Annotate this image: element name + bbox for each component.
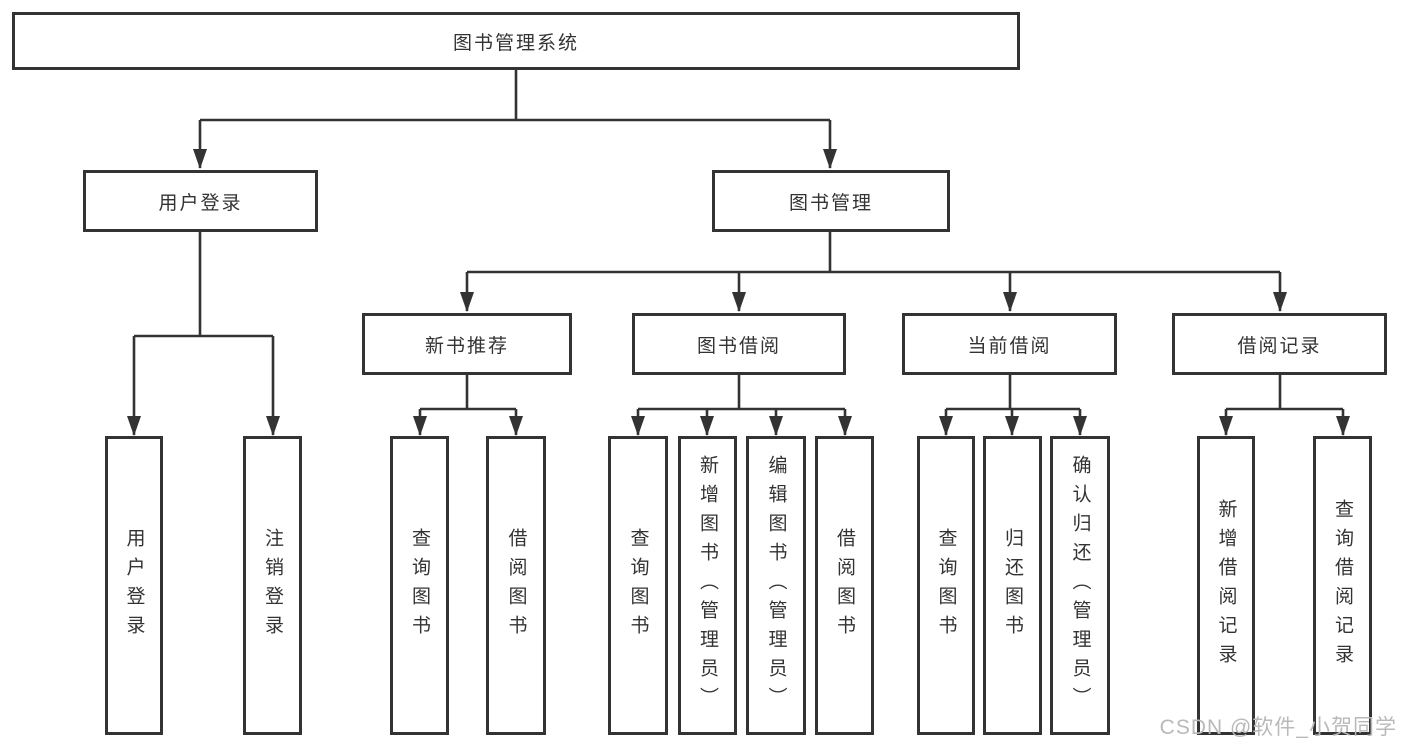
leaf-query-books-borrowing: 查询图书 bbox=[608, 436, 668, 735]
node-book-management: 图书管理 bbox=[712, 170, 950, 232]
leaf-add-book-admin-label: 新增图书（管理员） bbox=[697, 455, 718, 716]
node-current-borrowing: 当前借阅 bbox=[902, 313, 1117, 375]
leaf-query-books-current-label: 查询图书 bbox=[935, 527, 957, 644]
leaf-confirm-return-admin: 确认归还（管理员） bbox=[1050, 436, 1110, 735]
leaf-query-borrow-record: 查询借阅记录 bbox=[1313, 436, 1372, 735]
node-book-borrowing-label: 图书借阅 bbox=[696, 335, 781, 357]
leaf-edit-book-admin-label: 编辑图书（管理员） bbox=[765, 455, 787, 716]
leaf-add-borrow-record-label: 新增借阅记录 bbox=[1215, 498, 1237, 673]
node-current-borrowing-label: 当前借阅 bbox=[967, 335, 1052, 357]
node-user-login: 用户登录 bbox=[83, 170, 318, 232]
leaf-query-books-recommend-label: 查询图书 bbox=[409, 527, 430, 644]
node-new-book-recommendation: 新书推荐 bbox=[362, 313, 572, 375]
node-new-book-recommendation-label: 新书推荐 bbox=[424, 335, 509, 357]
leaf-user-login-label: 用户登录 bbox=[123, 527, 145, 644]
leaf-borrow-books-borrowing: 借阅图书 bbox=[815, 436, 874, 735]
node-user-login-label: 用户登录 bbox=[158, 192, 243, 214]
leaf-user-login: 用户登录 bbox=[105, 436, 163, 735]
node-library-system: 图书管理系统 bbox=[12, 12, 1020, 70]
leaf-edit-book-admin: 编辑图书（管理员） bbox=[746, 436, 806, 735]
node-borrow-records-label: 借阅记录 bbox=[1237, 335, 1322, 357]
leaf-add-borrow-record: 新增借阅记录 bbox=[1197, 436, 1255, 735]
node-library-system-label: 图书管理系统 bbox=[452, 32, 579, 54]
leaf-add-book-admin: 新增图书（管理员） bbox=[678, 436, 737, 735]
leaf-query-books-recommend: 查询图书 bbox=[390, 436, 449, 735]
leaf-borrow-books-recommend-label: 借阅图书 bbox=[505, 527, 527, 644]
leaf-return-books: 归还图书 bbox=[983, 436, 1042, 735]
node-book-management-label: 图书管理 bbox=[788, 192, 873, 214]
leaf-query-books-borrowing-label: 查询图书 bbox=[627, 527, 649, 644]
leaf-borrow-books-recommend: 借阅图书 bbox=[486, 436, 546, 735]
leaf-borrow-books-borrowing-label: 借阅图书 bbox=[834, 527, 855, 644]
leaf-return-books-label: 归还图书 bbox=[1002, 527, 1023, 644]
node-borrow-records: 借阅记录 bbox=[1172, 313, 1387, 375]
leaf-query-borrow-record-label: 查询借阅记录 bbox=[1332, 498, 1353, 673]
leaf-confirm-return-admin-label: 确认归还（管理员） bbox=[1069, 455, 1091, 716]
node-book-borrowing: 图书借阅 bbox=[632, 313, 846, 375]
leaf-logout-label: 注销登录 bbox=[262, 527, 283, 644]
leaf-query-books-current: 查询图书 bbox=[917, 436, 975, 735]
leaf-logout: 注销登录 bbox=[243, 436, 302, 735]
